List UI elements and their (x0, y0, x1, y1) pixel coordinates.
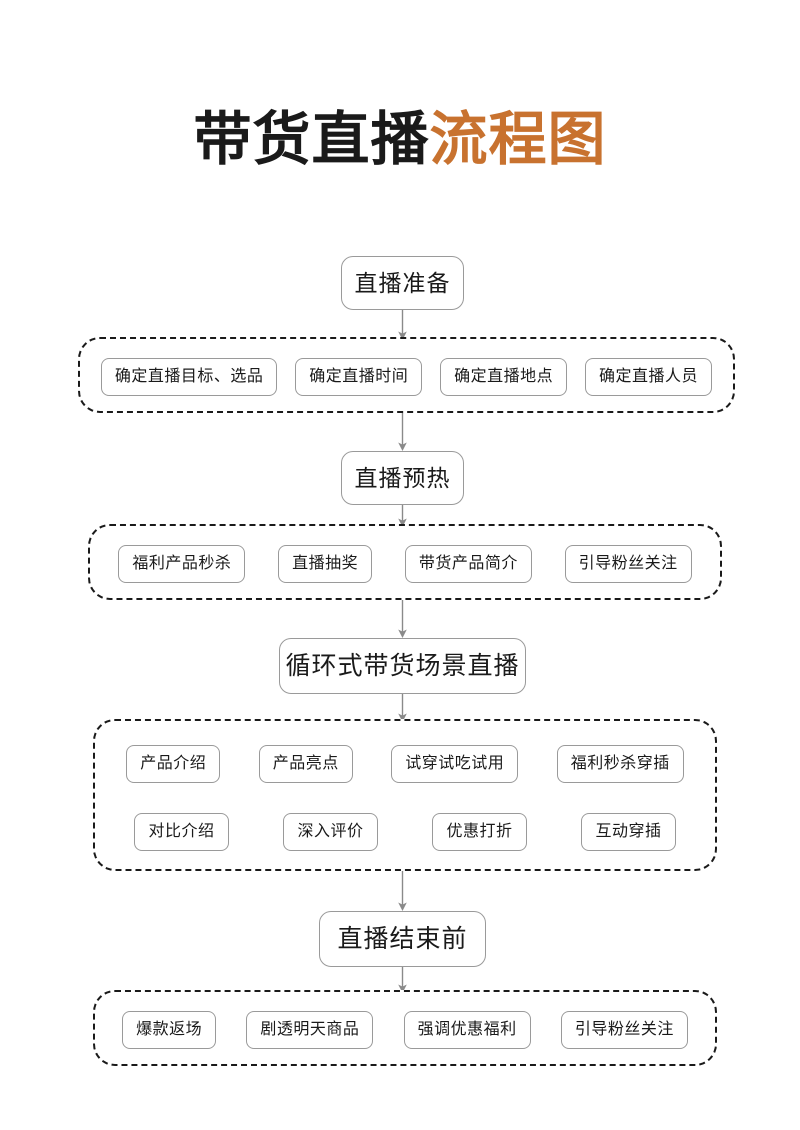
connector-arrow (396, 871, 409, 911)
item-label: 带货产品简介 (418, 555, 518, 572)
connector-arrow (396, 310, 409, 340)
list-item[interactable]: 产品亮点 (258, 745, 353, 783)
list-item[interactable]: 确定直播人员 (585, 358, 713, 396)
stage-node-warmup[interactable]: 直播预热 (341, 451, 464, 505)
stage-label: 直播预热 (354, 465, 451, 491)
list-item[interactable]: 互动穿插 (581, 813, 676, 851)
list-item[interactable]: 福利秒杀穿插 (556, 745, 684, 783)
list-item[interactable]: 爆款返场 (122, 1011, 217, 1049)
item-label: 互动穿插 (595, 823, 662, 840)
list-item[interactable]: 强调优惠福利 (403, 1011, 531, 1049)
stage-label: 直播结束前 (337, 925, 468, 953)
item-label: 深入评价 (297, 823, 364, 840)
list-item[interactable]: 剧透明天商品 (246, 1011, 374, 1049)
item-label: 优惠打折 (446, 823, 513, 840)
item-label: 确定直播人员 (599, 368, 699, 385)
stage-label: 循环式带货场景直播 (285, 652, 520, 680)
list-item[interactable]: 福利产品秒杀 (118, 545, 246, 583)
stage-node-prep[interactable]: 直播准备 (341, 256, 464, 310)
stage-label: 直播准备 (354, 270, 451, 296)
item-label: 产品亮点 (272, 755, 339, 772)
item-label: 爆款返场 (136, 1021, 203, 1038)
stage-node-loop[interactable]: 循环式带货场景直播 (279, 638, 526, 694)
stage-node-ending[interactable]: 直播结束前 (319, 911, 486, 967)
item-label: 确定直播地点 (454, 368, 554, 385)
page-title: 带货直播流程图 (0, 104, 800, 176)
item-label: 确定直播目标、选品 (114, 368, 264, 385)
item-label: 福利产品秒杀 (132, 555, 232, 572)
list-item[interactable]: 优惠打折 (432, 813, 527, 851)
page-title-accent: 流程图 (429, 107, 607, 172)
item-label: 确定直播时间 (309, 368, 409, 385)
list-item[interactable]: 带货产品简介 (404, 545, 532, 583)
item-label: 引导粉丝关注 (574, 1021, 674, 1038)
list-item[interactable]: 引导粉丝关注 (560, 1011, 688, 1049)
group-row: 对比介绍 深入评价 优惠打折 互动穿插 (95, 813, 715, 851)
group-row: 爆款返场 剧透明天商品 强调优惠福利 引导粉丝关注 (95, 1011, 715, 1049)
connector-arrow (396, 505, 409, 527)
group-row: 确定直播目标、选品 确定直播时间 确定直播地点 确定直播人员 (80, 358, 733, 396)
list-item[interactable]: 直播抽奖 (278, 545, 373, 583)
list-item[interactable]: 确定直播目标、选品 (100, 358, 278, 396)
group-ending: 爆款返场 剧透明天商品 强调优惠福利 引导粉丝关注 (93, 990, 717, 1066)
list-item[interactable]: 确定直播时间 (295, 358, 423, 396)
list-item[interactable]: 深入评价 (283, 813, 378, 851)
list-item[interactable]: 确定直播地点 (440, 358, 568, 396)
page-title-dark: 带货直播 (193, 107, 430, 172)
group-row: 福利产品秒杀 直播抽奖 带货产品简介 引导粉丝关注 (90, 545, 720, 583)
list-item[interactable]: 引导粉丝关注 (564, 545, 692, 583)
item-label: 福利秒杀穿插 (570, 755, 670, 772)
item-label: 试穿试吃试用 (405, 755, 505, 772)
list-item[interactable]: 产品介绍 (126, 745, 221, 783)
list-item[interactable]: 对比介绍 (134, 813, 229, 851)
connector-arrow (396, 600, 409, 638)
item-label: 强调优惠福利 (417, 1021, 517, 1038)
item-label: 直播抽奖 (292, 555, 359, 572)
group-row: 产品介绍 产品亮点 试穿试吃试用 福利秒杀穿插 (95, 745, 715, 783)
item-label: 产品介绍 (140, 755, 207, 772)
group-prep: 确定直播目标、选品 确定直播时间 确定直播地点 确定直播人员 (78, 337, 735, 413)
item-label: 对比介绍 (148, 823, 215, 840)
group-loop: 产品介绍 产品亮点 试穿试吃试用 福利秒杀穿插 对比介绍 深入评价 优惠打折 互… (93, 719, 717, 871)
connector-arrow (396, 694, 409, 722)
item-label: 剧透明天商品 (260, 1021, 360, 1038)
connector-arrow (396, 413, 409, 451)
item-label: 引导粉丝关注 (578, 555, 678, 572)
connector-arrow (396, 967, 409, 993)
list-item[interactable]: 试穿试吃试用 (391, 745, 519, 783)
group-warmup: 福利产品秒杀 直播抽奖 带货产品简介 引导粉丝关注 (88, 524, 722, 600)
